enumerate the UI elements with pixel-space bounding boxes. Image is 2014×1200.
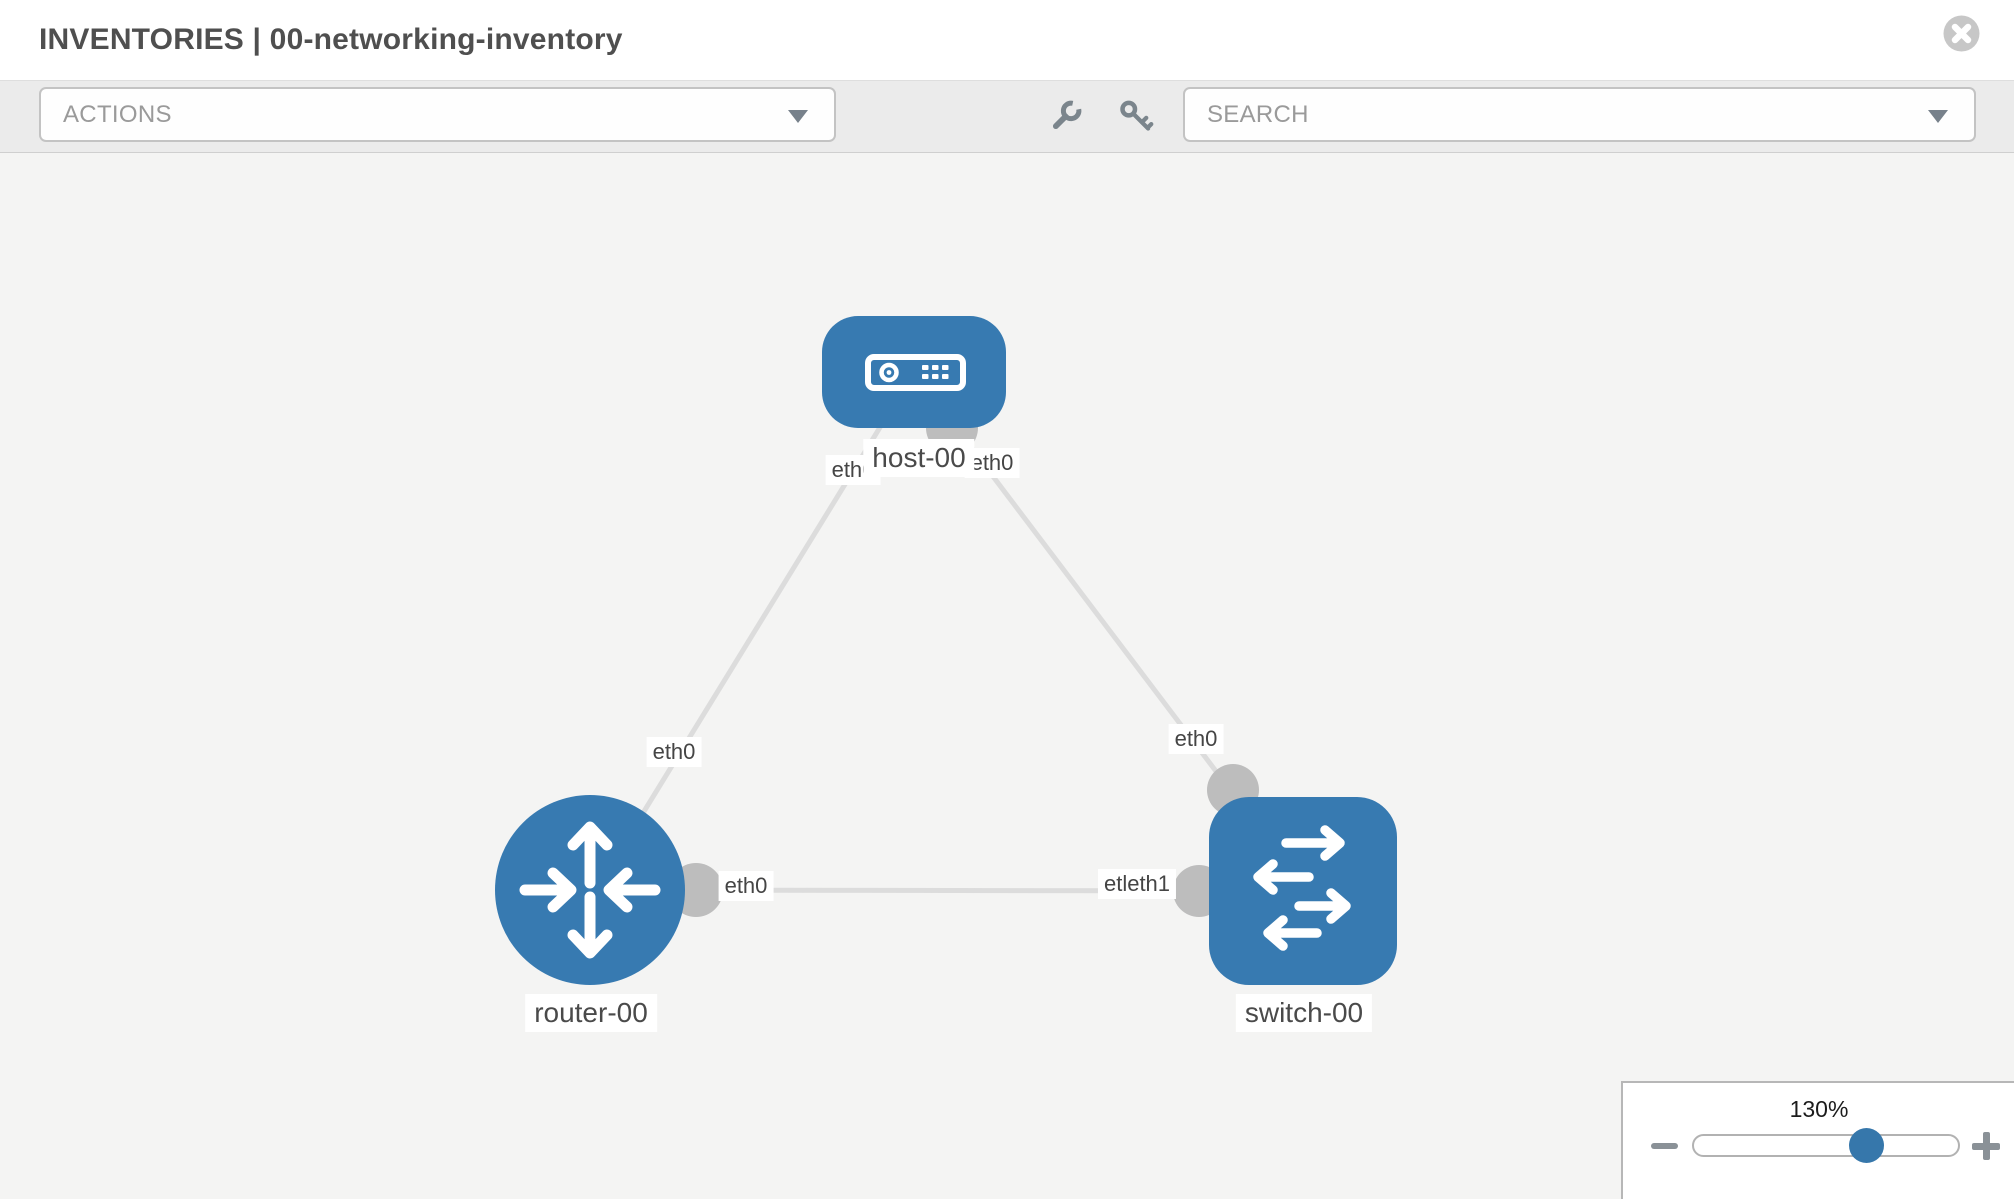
- key-button[interactable]: [1115, 96, 1155, 136]
- zoom-level-value: 130%: [1789, 1096, 1849, 1122]
- chevron-down-icon: [1928, 109, 1948, 123]
- node-label-host: host-00: [863, 439, 975, 477]
- topology-edges-layer: [589, 370, 1304, 917]
- zoom-slider-track[interactable]: [1692, 1128, 1960, 1163]
- plus-icon: [1982, 1132, 1990, 1160]
- router-arrows-icon: [519, 821, 661, 959]
- close-icon: [1943, 15, 1980, 52]
- topology-canvas[interactable]: host-00 router-00 switch-00 eth0 eth0 et…: [0, 153, 2014, 1199]
- search-dropdown-label: SEARCH: [1207, 100, 1309, 128]
- interface-label: eth0: [646, 737, 702, 767]
- node-router-00[interactable]: [495, 795, 685, 985]
- switch-arrows-icon: [1253, 825, 1351, 951]
- node-label-switch: switch-00: [1235, 994, 1373, 1032]
- toolbar: ACTIONS SEARCH: [0, 81, 2014, 153]
- host-server-icon: [865, 354, 966, 391]
- node-host-00[interactable]: [822, 316, 1006, 428]
- key-icon: [1120, 100, 1154, 131]
- interface-label: etleth1: [1097, 869, 1177, 899]
- node-label-router: router-00: [525, 994, 657, 1032]
- node-switch-00[interactable]: [1209, 797, 1397, 985]
- chevron-down-icon: [788, 109, 808, 123]
- zoom-control: 130%: [1621, 1081, 2014, 1199]
- zoom-in-button[interactable]: [1972, 1132, 2000, 1160]
- zoom-slider-knob[interactable]: [1849, 1128, 1884, 1163]
- header: INVENTORIES | 00-networking-inventory: [0, 0, 2014, 81]
- page-title: INVENTORIES | 00-networking-inventory: [39, 23, 623, 56]
- actions-dropdown[interactable]: ACTIONS: [39, 87, 836, 142]
- interface-label: eth0: [1168, 724, 1224, 754]
- search-dropdown[interactable]: SEARCH: [1183, 87, 1976, 142]
- wrench-button[interactable]: [1046, 96, 1086, 136]
- close-button[interactable]: [1943, 15, 1980, 52]
- wrench-icon: [1052, 100, 1082, 130]
- actions-dropdown-label: ACTIONS: [63, 100, 172, 128]
- zoom-out-button[interactable]: [1651, 1143, 1678, 1149]
- interface-label: eth0: [718, 871, 774, 901]
